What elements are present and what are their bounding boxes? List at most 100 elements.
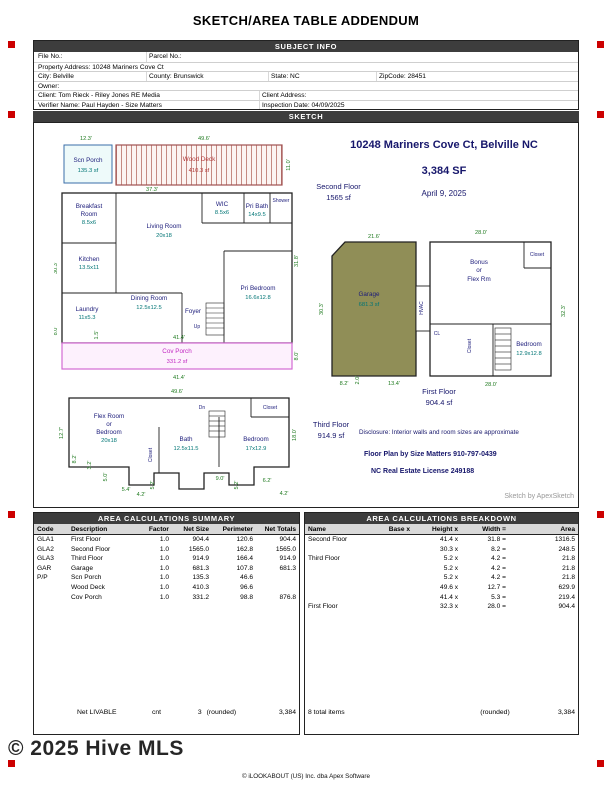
room-label: Closet: [148, 447, 154, 462]
parcel-no-label: Parcel No.:: [149, 53, 182, 60]
interior-walls: [430, 242, 551, 376]
dim-label: 30.3': [319, 303, 325, 315]
dim-label: 21.6': [368, 234, 380, 240]
summary-table-row: GAR Garage 1.0 681.3 107.8 681.3: [37, 564, 296, 572]
room-label: Pri Bedroom: [241, 285, 276, 292]
county: County: Brunswick: [149, 73, 204, 80]
room-label: Bedroom: [243, 436, 269, 443]
dim-label: 31.8': [294, 255, 300, 267]
room-size: 14x9.5: [248, 212, 265, 218]
room-size: 135.3 sf: [78, 168, 99, 174]
dim-label: 32.3': [561, 305, 567, 317]
inspection-date: Inspection Date: 04/09/2025: [262, 101, 345, 109]
room-size: 20x18: [101, 438, 117, 444]
breakdown-table-row: Third Floor 5.2 x 4.2 = 21.8: [308, 555, 575, 563]
dim-label: 2.0': [355, 376, 361, 385]
room-label: Scn Porch: [73, 157, 103, 164]
breakdown-table-row: 5.2 x 4.2 = 21.8: [443, 574, 575, 582]
stairs-down: [208, 410, 226, 438]
room-size: 20x18: [156, 233, 172, 239]
summary-table-title: AREA CALCULATIONS SUMMARY: [34, 513, 299, 524]
apexsketch-credit: Sketch by ApexSketch: [504, 493, 574, 500]
total-items-label: 8 total items: [308, 709, 345, 716]
second-floor-outline: [61, 192, 293, 344]
subject-info-row-client: Client: Tom Rieck - Riley Jones RE Media…: [34, 90, 578, 100]
livable-count: 3: [197, 709, 202, 716]
room-label: Pri Bath: [246, 203, 269, 210]
room-size: 12.5x11.5: [173, 446, 198, 452]
room-size: 331.2 sf: [167, 359, 188, 365]
divider: [376, 72, 377, 81]
corner-marker: [8, 111, 15, 118]
second-floor-plan: Scn Porch 135.3 sf Wood Deck 410.3 sf Br…: [54, 136, 300, 381]
dim-label: 49.6': [171, 389, 183, 395]
apex-software-footer: © iLOOKABOUT (US) Inc. dba Apex Software: [241, 773, 371, 780]
breakdown-table-row: 41.4 x 5.3 = 219.4: [440, 593, 575, 601]
stairs: [494, 327, 512, 371]
screen-porch-outline: [63, 144, 113, 184]
dim-label: 41.4': [173, 335, 185, 341]
breakdown-table-title: AREA CALCULATIONS BREAKDOWN: [305, 513, 578, 524]
breakdown-table-row: First Floor 32.3 x 28.0 = 904.4: [308, 603, 575, 611]
room-label: Laundry: [76, 306, 100, 313]
dim-label: 37.3': [146, 187, 158, 193]
room-size: 12.9x12.8: [516, 351, 541, 357]
sketch-canvas: 10248 Mariners Cove Ct, Belville NC 3,38…: [33, 122, 579, 508]
divider: [146, 72, 147, 81]
room-label: Breakfast: [76, 203, 103, 210]
first-floor-outline: [429, 241, 552, 377]
net-livable-label: Net LIVABLE: [77, 709, 117, 716]
room-label: Shower: [273, 198, 290, 204]
corner-marker: [597, 760, 604, 767]
room-label: CL: [434, 331, 441, 337]
rounded-label: (rounded): [480, 709, 510, 716]
sketch-total-sf: 3,384 SF: [421, 165, 467, 177]
sketch-header: SKETCH: [33, 111, 579, 122]
state: State: NC: [271, 73, 300, 80]
third-floor-caption: Third Floor 914.9 sf: [312, 420, 350, 440]
room-size: 11x5.3: [79, 315, 96, 321]
summary-table-row: GLA2 Second Floor 1.0 1565.0 162.8 1565.…: [37, 545, 296, 553]
room-size: 8.5x6: [215, 210, 229, 216]
license-byline: NC Real Estate License 249188: [371, 468, 475, 475]
dim-label: 18.0': [292, 429, 298, 441]
summary-table-body: GLA1 First Floor 1.0 904.4 120.6 904.4 G…: [34, 535, 299, 602]
room-label: Closet: [530, 252, 545, 258]
corner-marker: [597, 41, 604, 48]
divider: [146, 52, 147, 62]
room-size: 16.6x12.8: [245, 295, 270, 301]
garage-outline: [331, 241, 417, 377]
dim-label: 8.0': [294, 352, 300, 361]
rounded-label: (rounded): [206, 709, 237, 716]
interior-walls: [158, 398, 289, 473]
interior-walls: [62, 193, 292, 343]
room-label: WIC: [216, 201, 229, 208]
subject-info-section: SUBJECT INFO File No.: Parcel No.: Prope…: [33, 40, 579, 110]
room-label: Dn: [199, 405, 206, 411]
subject-info-row-city: City: Belville County: Brunswick State: …: [34, 71, 578, 81]
breakdown-table-row: 5.2 x 4.2 = 21.8: [443, 564, 575, 572]
summary-table-row: GLA1 First Floor 1.0 904.4 120.6 904.4: [37, 536, 296, 543]
summary-table-row: P/P Scn Porch 1.0 135.3 46.6: [37, 574, 253, 582]
dim-label: 28.0': [485, 382, 497, 388]
covered-porch-outline: [61, 342, 293, 370]
first-floor-caption: First Floor 904.4 sf: [422, 387, 456, 407]
room-label: or: [476, 267, 482, 274]
zipcode: ZipCode: 28451: [379, 73, 426, 80]
stairs-up: [205, 302, 225, 336]
dim-label: 12.3': [80, 136, 92, 142]
room-label: Bath: [180, 436, 193, 443]
room-size: 13.5x11: [79, 265, 99, 271]
verifier-name: Verifier Name: Paul Hayden - Size Matter…: [38, 101, 162, 109]
breakdown-table-headers: Name Base x Height x Width = Area: [305, 524, 578, 535]
cnt-label: cnt: [152, 709, 162, 716]
client: Client: Tom Rieck - Riley Jones RE Media: [38, 92, 160, 99]
property-address: Property Address: 10248 Mariners Cove Ct: [38, 63, 164, 71]
room-label: Kitchen: [78, 256, 100, 263]
first-floor-plan: Garage 681.3 sf Bonus or Flex Rm HVAC CL…: [319, 230, 567, 388]
dim-label: 1.5': [94, 331, 100, 340]
breakdown-table-row: 49.6 x 12.7 = 629.9: [440, 583, 575, 591]
dim-label: 12.7': [59, 427, 65, 439]
corner-marker: [8, 41, 15, 48]
